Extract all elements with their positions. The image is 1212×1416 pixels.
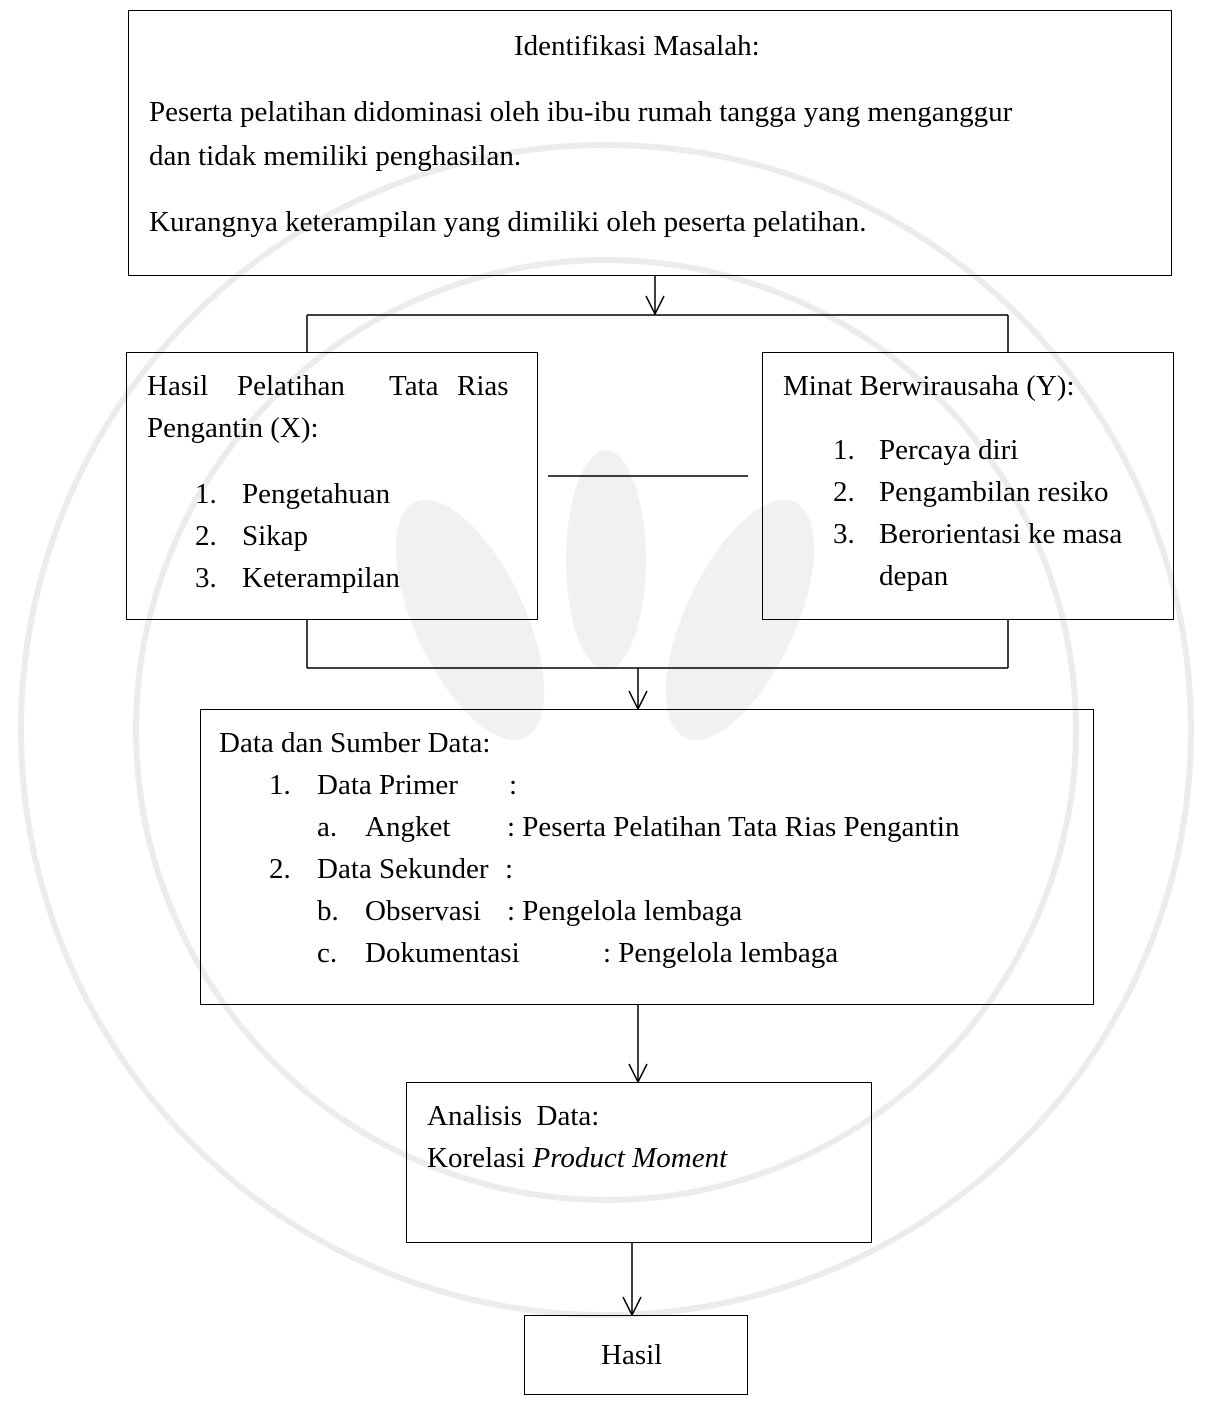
problem-line-1: Peserta pelatihan didominasi oleh ibu-ib… (149, 96, 1013, 128)
result-box: Hasil (524, 1315, 748, 1395)
sub-item-letter: a. (317, 811, 338, 843)
result-label: Hasil (601, 1339, 663, 1371)
list-item-label: Berorientasi ke masa (879, 518, 1123, 550)
list-item-colon: : (509, 769, 518, 801)
list-item-label: Keterampilan (242, 562, 400, 594)
variable-x-title-word: Hasil (147, 370, 209, 402)
list-item-number: 3. (195, 562, 217, 594)
variable-x-box: Hasil Pelatihan Tata Rias Pengantin (X):… (126, 352, 538, 620)
variable-y-title: Minat Berwirausaha (Y): (783, 370, 1075, 402)
list-item-number: 1. (833, 434, 855, 466)
analysis-box: Analisis Data: Korelasi Product Moment (406, 1082, 872, 1243)
list-item-number: 1. (195, 478, 217, 510)
sub-item-label: Observasi (365, 895, 481, 927)
data-sources-title: Data dan Sumber Data: (219, 727, 491, 759)
sub-item-value: : Pengelola lembaga (507, 895, 743, 927)
list-item-label: Percaya diri (879, 434, 1019, 466)
list-item-label: Pengetahuan (242, 478, 391, 510)
problem-line-2: dan tidak memiliki penghasilan. (149, 140, 522, 172)
sub-item-letter: c. (317, 937, 338, 969)
sub-item-label: Dokumentasi (365, 937, 520, 969)
list-item-number: 3. (833, 518, 855, 550)
variable-x-title-word: Tata (389, 370, 439, 402)
problem-line-3: Kurangnya keterampilan yang dimiliki ole… (149, 206, 867, 238)
problem-title: Identifikasi Masalah: (514, 30, 760, 62)
analysis-method-name: Product Moment (532, 1142, 728, 1174)
list-item-label: Data Sekunder (317, 853, 489, 885)
list-item-colon: : (505, 853, 514, 885)
analysis-title: Analisis Data: (427, 1100, 600, 1132)
variable-x-title-word: Pelatihan (237, 370, 345, 402)
variable-y-box: Minat Berwirausaha (Y): 1. Percaya diri … (762, 352, 1174, 620)
list-item-number: 1. (269, 769, 291, 801)
analysis-method-prefix: Korelasi (427, 1142, 533, 1174)
list-item-label: Pengambilan resiko (879, 476, 1109, 508)
sub-item-label: Angket (365, 811, 451, 843)
problem-identification-box: Identifikasi Masalah: Peserta pelatihan … (128, 10, 1172, 276)
sub-item-value: : Pengelola lembaga (603, 937, 839, 969)
list-item-label-continuation: depan (879, 560, 949, 592)
data-sources-box: Data dan Sumber Data: 1. Data Primer : a… (200, 709, 1094, 1005)
list-item-number: 2. (195, 520, 217, 552)
sub-item-letter: b. (317, 895, 339, 927)
list-item-label: Sikap (242, 520, 309, 552)
variable-x-title-word: Rias (457, 370, 509, 402)
list-item-number: 2. (269, 853, 291, 885)
list-item-number: 2. (833, 476, 855, 508)
analysis-method: Korelasi Product Moment (427, 1137, 727, 1179)
list-item-label: Data Primer (317, 769, 458, 801)
variable-x-title-line-2: Pengantin (X): (147, 412, 319, 444)
sub-item-value: : Peserta Pelatihan Tata Rias Pengantin (507, 811, 960, 843)
